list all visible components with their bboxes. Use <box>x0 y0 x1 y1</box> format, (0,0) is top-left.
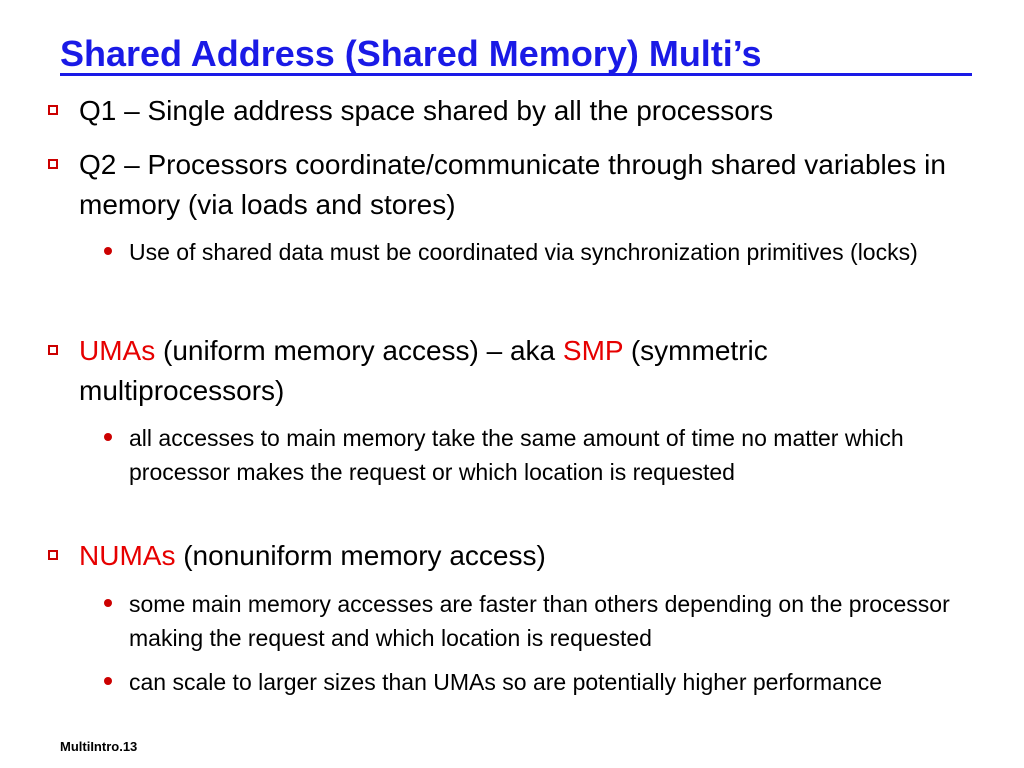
filled-circle-bullet-icon <box>104 599 112 607</box>
bullet-q2: Q2 – Processors coordinate/communicate t… <box>48 145 958 225</box>
title-underline <box>60 73 972 76</box>
numa-term: NUMAs <box>79 540 176 571</box>
sub-bullet-numa-faster: some main memory accesses are faster tha… <box>104 587 984 655</box>
uma-term: UMAs <box>79 335 156 366</box>
slide-title: Shared Address (Shared Memory) Multi’s <box>60 33 762 74</box>
sub-bullet-uma-access-text: all accesses to main memory take the sam… <box>129 425 904 485</box>
filled-circle-bullet-icon <box>104 677 112 685</box>
bullet-q2-text: Q2 – Processors coordinate/communicate t… <box>79 149 946 220</box>
uma-rest-text: (symmetric multiprocessors) <box>79 335 768 406</box>
filled-circle-bullet-icon <box>104 247 112 255</box>
hollow-square-bullet-icon <box>48 159 58 169</box>
uma-mid-text: (uniform memory access) – aka <box>155 335 563 366</box>
bullet-q1: Q1 – Single address space shared by all … <box>48 91 958 131</box>
bullet-numa: NUMAs (nonuniform memory access) <box>48 536 958 576</box>
bullet-uma-text: UMAs (uniform memory access) – aka SMP (… <box>79 331 958 411</box>
bullet-numa-text: NUMAs (nonuniform memory access) <box>79 536 958 576</box>
hollow-square-bullet-icon <box>48 345 58 355</box>
smp-term: SMP <box>562 335 624 366</box>
sub-bullet-uma-access: all accesses to main memory take the sam… <box>104 421 984 489</box>
sub-bullet-sync: Use of shared data must be coordinated v… <box>104 235 984 269</box>
hollow-square-bullet-icon <box>48 105 58 115</box>
slide-footer: MultiIntro.13 <box>60 739 138 754</box>
bullet-q1-text: Q1 – Single address space shared by all … <box>79 95 774 126</box>
filled-circle-bullet-icon <box>104 433 112 441</box>
sub-bullet-numa-scale-text: can scale to larger sizes than UMAs so a… <box>129 669 882 695</box>
sub-bullet-numa-faster-text: some main memory accesses are faster tha… <box>129 591 950 651</box>
sub-bullet-sync-text: Use of shared data must be coordinated v… <box>129 239 918 265</box>
numa-rest-text: (nonuniform memory access) <box>175 540 546 571</box>
hollow-square-bullet-icon <box>48 550 58 560</box>
sub-bullet-numa-scale: can scale to larger sizes than UMAs so a… <box>104 665 984 699</box>
bullet-uma: UMAs (uniform memory access) – aka SMP (… <box>48 331 958 411</box>
